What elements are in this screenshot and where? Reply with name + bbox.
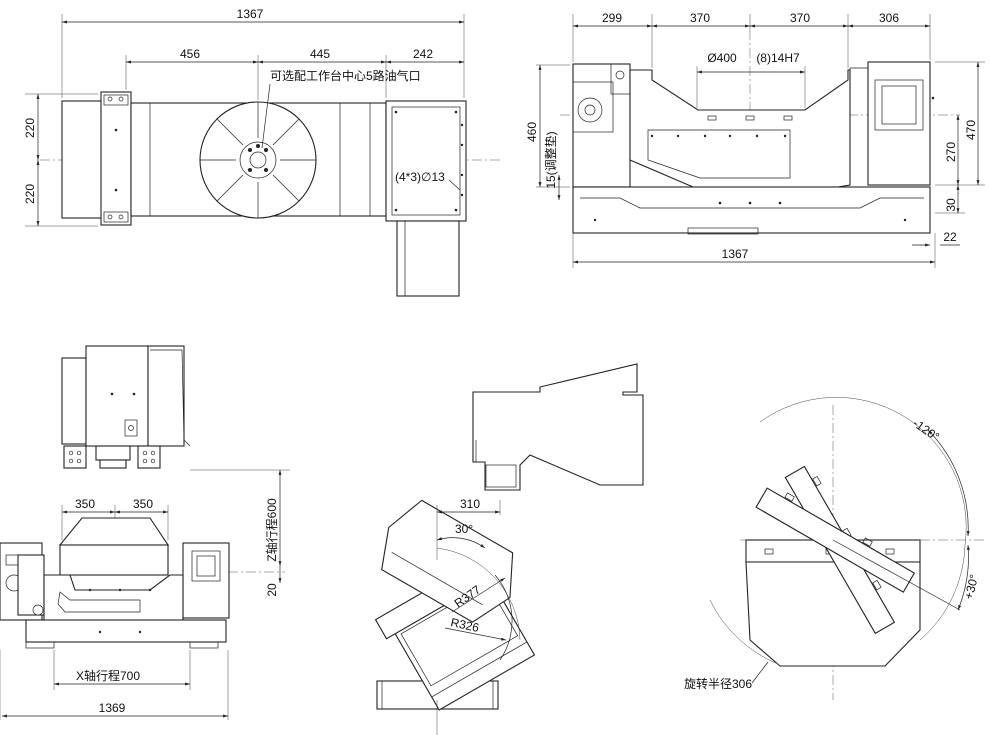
front-h470: 470 xyxy=(964,120,978,140)
tilt-angle-30: 30° xyxy=(455,522,473,536)
front-dim-299: 299 xyxy=(602,11,622,25)
machine-dim-350-right: 350 xyxy=(133,497,153,511)
machine-overall-length: 1369 xyxy=(99,701,126,715)
air-port-note: 可选配工作台中心5路油气口 xyxy=(270,68,421,83)
front-view: 299 370 370 306 Ø400 (8)14H7 460 15(调整垫)… xyxy=(525,11,985,268)
machine-view: 350 350 Z轴行程600 20 X轴行程700 1369 xyxy=(0,345,290,720)
top-view: 1367 456 445 242 220 220 可选配工作台中心5路油气口 (… xyxy=(23,7,500,297)
slots-spec: (8)14H7 xyxy=(756,51,800,65)
holes-note: (4*3)∅13 xyxy=(395,170,445,184)
machine-dim-20: 20 xyxy=(265,583,279,597)
front-overall-length: 1367 xyxy=(722,247,749,261)
z-axis-stroke: Z轴行程600 xyxy=(264,498,279,562)
front-dim-370-right: 370 xyxy=(790,11,810,25)
front-h270: 270 xyxy=(944,142,958,162)
front-h460: 460 xyxy=(525,122,539,142)
top-h220-upper: 220 xyxy=(23,118,37,138)
front-dim-370-left: 370 xyxy=(690,11,710,25)
table-diameter: Ø400 xyxy=(707,51,737,65)
top-dim-456: 456 xyxy=(180,47,200,61)
front-h30: 30 xyxy=(944,198,958,212)
swing-radius-note: 旋转半径306 xyxy=(684,676,752,691)
front-dim-306: 306 xyxy=(879,11,899,25)
top-dim-242: 242 xyxy=(413,47,433,61)
tilt-view: 310 30° R377 R326 xyxy=(374,363,644,735)
tilt-r326: R326 xyxy=(449,615,480,635)
swing-pos30: +30° xyxy=(961,573,981,601)
tilt-dim-310: 310 xyxy=(460,497,480,511)
front-dim-22: 22 xyxy=(943,230,957,244)
shim-note: 15(调整垫) xyxy=(543,131,558,188)
machine-dim-350-left: 350 xyxy=(75,497,95,511)
top-dim-445: 445 xyxy=(310,47,330,61)
swing-view: -120° +30° 旋转半径306 xyxy=(684,397,985,700)
top-h220-lower: 220 xyxy=(23,184,37,204)
top-overall-length: 1367 xyxy=(237,7,264,21)
x-axis-stroke: X轴行程700 xyxy=(76,668,140,683)
